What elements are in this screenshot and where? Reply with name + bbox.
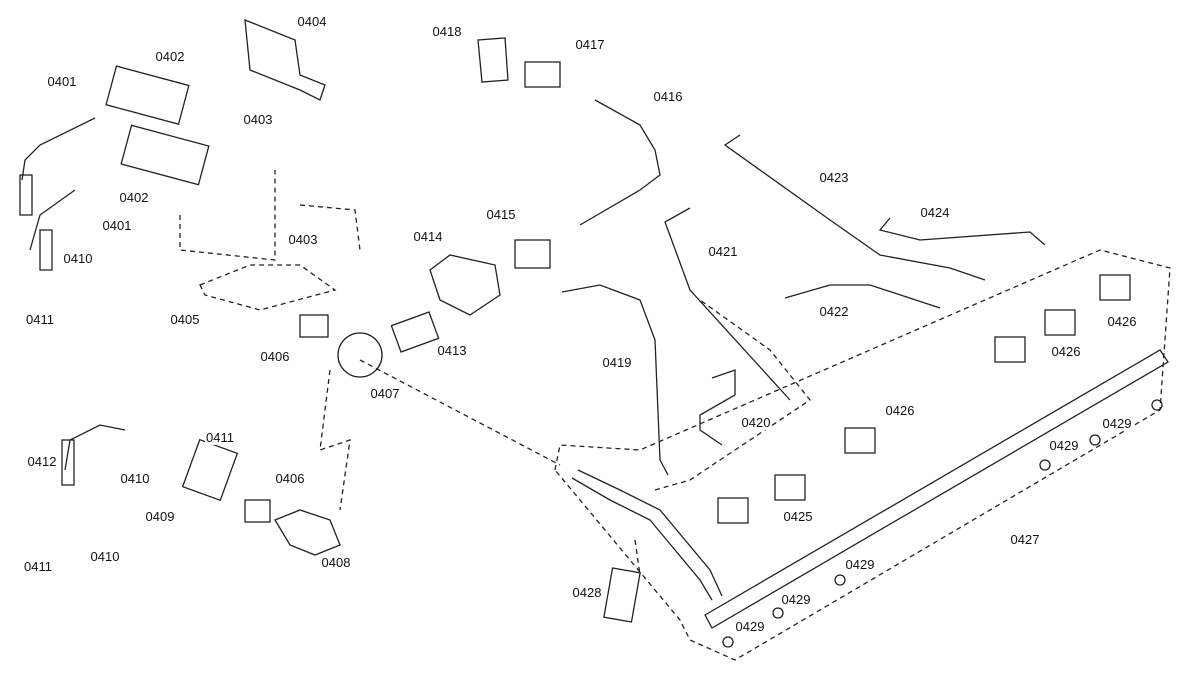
- part-label-0415: 0415: [485, 207, 517, 222]
- burner-valve-2: [1044, 309, 1076, 336]
- nut-0429: [834, 574, 846, 586]
- part-label-0420: 0420: [740, 415, 772, 430]
- plate-0418: [477, 37, 509, 83]
- dashed-outline-burner-valves: [554, 249, 1171, 661]
- part-label-0429: 0429: [734, 619, 766, 634]
- nut-0429: [1151, 399, 1163, 411]
- part-label-0428: 0428: [571, 585, 603, 600]
- part-label-0411: 0411: [25, 312, 55, 327]
- spring-0410: [39, 229, 53, 271]
- tube-0420: [699, 369, 736, 446]
- part-label-0410: 0410: [89, 549, 121, 564]
- part-label-0427: 0427: [1009, 532, 1041, 547]
- part-label-0411: 0411: [23, 559, 53, 574]
- part-label-0410: 0410: [119, 471, 151, 486]
- part-label-0429: 0429: [1048, 438, 1080, 453]
- part-label-0429: 0429: [844, 557, 876, 572]
- part-label-0411: 0411: [205, 430, 235, 445]
- part-label-0412: 0412: [26, 454, 58, 469]
- bracket-0404: [244, 18, 326, 101]
- tube-0422: [784, 284, 941, 309]
- elbow-0408: [274, 509, 341, 556]
- part-label-0426: 0426: [1106, 314, 1138, 329]
- part-label-0429: 0429: [1101, 416, 1133, 431]
- part-label-0409: 0409: [144, 509, 176, 524]
- part-label-0402: 0402: [154, 49, 186, 64]
- part-label-0401: 0401: [46, 74, 78, 89]
- nut-0429: [722, 636, 734, 648]
- part-label-0402: 0402: [118, 190, 150, 205]
- part-label-0405: 0405: [169, 312, 201, 327]
- fitting-0406-lower: [244, 499, 271, 523]
- part-label-0414: 0414: [412, 229, 444, 244]
- burner-valve-4: [844, 427, 876, 454]
- part-label-0403: 0403: [287, 232, 319, 247]
- burner-valve-6: [717, 497, 749, 524]
- part-label-0422: 0422: [818, 304, 850, 319]
- spring-0412: [61, 439, 75, 486]
- regulator-0414: [429, 254, 501, 316]
- bracket-0428: [603, 567, 641, 623]
- part-label-0429: 0429: [780, 592, 812, 607]
- part-label-0403: 0403: [242, 112, 274, 127]
- valve-0409: [181, 438, 239, 502]
- part-label-0413: 0413: [436, 343, 468, 358]
- nut-0429: [1039, 459, 1051, 471]
- manifold-rail: [704, 349, 1169, 629]
- fitting-0417: [524, 61, 561, 88]
- part-label-0416: 0416: [652, 89, 684, 104]
- part-label-0418: 0418: [431, 24, 463, 39]
- thermocouple-wire-upper: [21, 117, 96, 251]
- spring-0401-upper: [19, 174, 33, 216]
- manifold-inlet-pipe: [571, 469, 723, 601]
- thermocouple-wire-lower: [64, 424, 126, 471]
- fitting-0406-upper: [299, 314, 329, 338]
- fitting-0413: [390, 311, 440, 353]
- burner-valve-1: [1099, 274, 1131, 301]
- part-label-0425: 0425: [782, 509, 814, 524]
- part-label-0406: 0406: [259, 349, 291, 364]
- burner-valve-5: [774, 474, 806, 501]
- nut-0429: [1089, 434, 1101, 446]
- valve-0402-lower: [120, 124, 210, 186]
- part-label-0401: 0401: [101, 218, 133, 233]
- part-label-0417: 0417: [574, 37, 606, 52]
- flex-hose-0416: [579, 99, 661, 226]
- part-label-0421: 0421: [707, 244, 739, 259]
- tee-0407: [337, 332, 383, 378]
- part-label-0404: 0404: [296, 14, 328, 29]
- tube-0423: [723, 134, 986, 281]
- valve-0402-upper: [105, 65, 190, 125]
- dashed-connector-lines: [179, 170, 641, 576]
- part-label-0424: 0424: [919, 205, 951, 220]
- tube-0419: [561, 284, 669, 476]
- part-label-0410: 0410: [62, 251, 94, 266]
- part-label-0408: 0408: [320, 555, 352, 570]
- dashed-outline-upper-box: [654, 299, 811, 491]
- fitting-0415: [514, 239, 551, 269]
- dashed-outline-fittings: [199, 264, 337, 311]
- part-label-0406: 0406: [274, 471, 306, 486]
- nut-0429: [772, 607, 784, 619]
- burner-valve-3: [994, 336, 1026, 363]
- tube-0421: [664, 207, 791, 401]
- part-label-0419: 0419: [601, 355, 633, 370]
- part-label-0407: 0407: [369, 386, 401, 401]
- part-label-0426: 0426: [884, 403, 916, 418]
- part-label-0423: 0423: [818, 170, 850, 185]
- part-label-0426: 0426: [1050, 344, 1082, 359]
- tube-0424: [878, 217, 1046, 246]
